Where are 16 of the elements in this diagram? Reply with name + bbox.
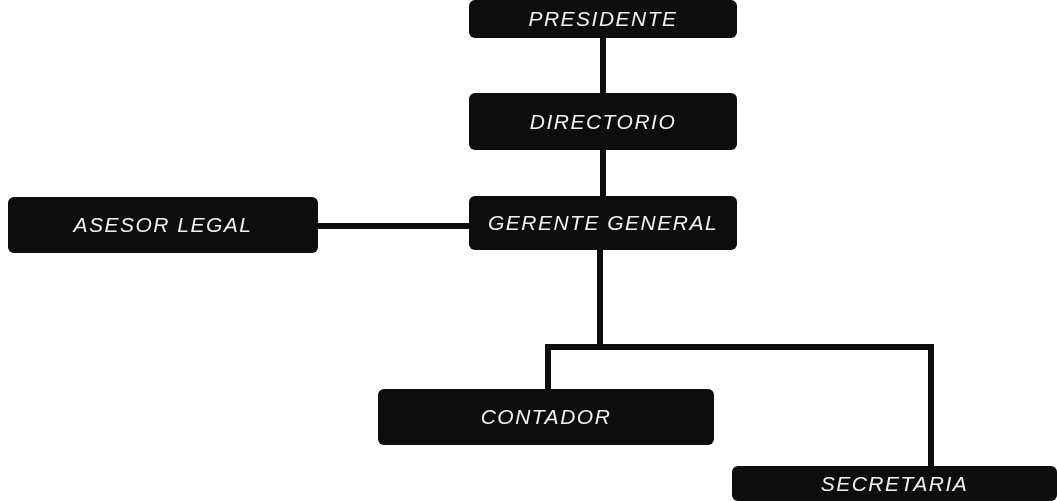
- position-title: ASESOR LEGAL: [73, 213, 253, 237]
- position-box: [469, 196, 737, 250]
- position-title: SECRETARIA: [820, 471, 969, 496]
- position-box: [8, 197, 318, 253]
- position-box: [732, 466, 1057, 501]
- position-title: CONTADOR: [480, 405, 612, 429]
- position-box: [378, 389, 714, 445]
- connector-line: [597, 250, 934, 466]
- connector-line: [600, 150, 606, 196]
- position-title: GERENTE GENERAL: [487, 211, 719, 235]
- position-title: PRESIDENTE: [528, 7, 678, 31]
- connector-line: [600, 38, 606, 93]
- position-box: [469, 0, 737, 38]
- position-title: DIRECTORIO: [529, 109, 677, 134]
- connector-line: [318, 223, 469, 229]
- position-box: [469, 93, 737, 150]
